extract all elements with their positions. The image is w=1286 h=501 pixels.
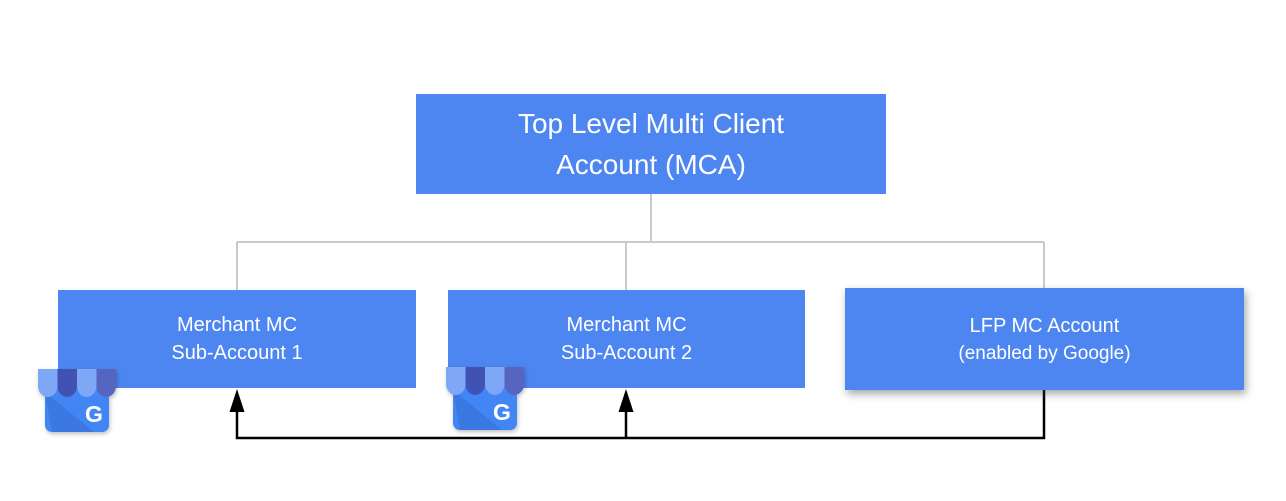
- box-merchant-sub-account-2: Merchant MC Sub-Account 2: [448, 290, 805, 388]
- box-lfp-mc-account: LFP MC Account (enabled by Google): [845, 288, 1244, 390]
- box-top-level-mca: Top Level Multi Client Account (MCA): [416, 94, 886, 194]
- box-top-level-mca-line2: Account (MCA): [556, 149, 746, 180]
- google-my-business-icon: G: [446, 364, 524, 434]
- box-merchant-sub-account-2-line1: Merchant MC: [566, 314, 687, 336]
- box-lfp-mc-account-line1: LFP MC Account: [969, 314, 1120, 337]
- google-my-business-icon: G: [38, 366, 116, 436]
- google-g-letter: G: [493, 399, 511, 425]
- arrowhead-up-sub1: [229, 389, 245, 412]
- box-merchant-sub-account-1-line2: Sub-Account 1: [171, 342, 303, 364]
- box-top-level-mca-line1: Top Level Multi Client: [517, 108, 785, 139]
- box-merchant-sub-account-1: Merchant MC Sub-Account 1: [58, 290, 416, 388]
- box-merchant-sub-account-2-line2: Sub-Account 2: [560, 342, 693, 364]
- box-lfp-mc-account-line2: (enabled by Google): [958, 342, 1131, 364]
- box-merchant-sub-account-1-line1: Merchant MC: [176, 314, 298, 336]
- arrowhead-up-sub2: [618, 389, 634, 412]
- google-g-letter: G: [85, 401, 103, 427]
